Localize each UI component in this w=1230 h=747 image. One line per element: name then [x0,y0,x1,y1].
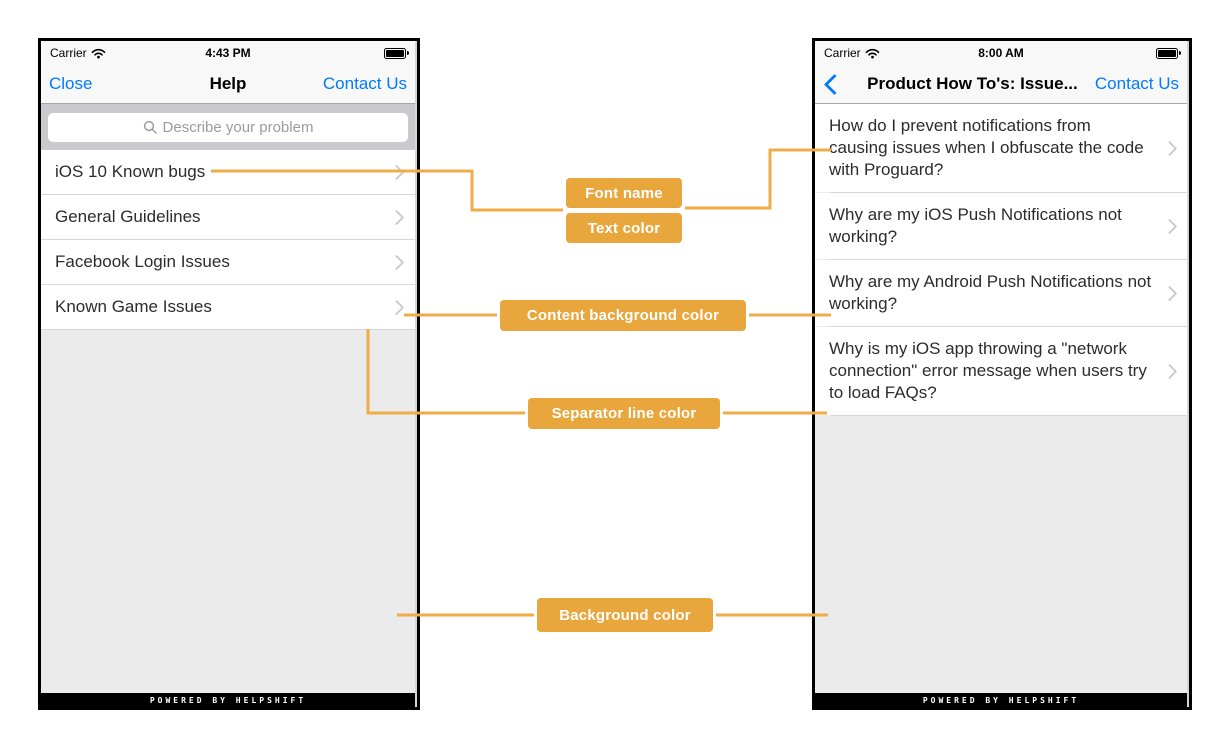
faq-section-row[interactable]: iOS 10 Known bugs [41,150,415,195]
status-time: 4:43 PM [205,46,251,60]
faq-question-label: How do I prevent notifications from caus… [829,116,1144,179]
powered-by-label: POWERED BY HELPSHIFT [922,695,1080,705]
faq-section-row[interactable]: General Guidelines [41,195,415,240]
faq-section-label: General Guidelines [55,207,201,226]
carrier-label: Carrier [824,46,861,60]
search-input[interactable]: Describe your problem [48,112,408,142]
separator-line [830,415,1187,416]
nav-bar: Product How To's: Issue... Contact Us [815,65,1187,104]
callout-label: Font name [585,184,663,202]
callout-label: Background color [559,606,691,624]
powered-by-helpshift-bar: POWERED BY HELPSHIFT [41,693,415,707]
chevron-right-icon [1161,140,1178,156]
faq-section-label: iOS 10 Known bugs [55,162,206,181]
faq-section-label: Facebook Login Issues [55,252,230,271]
chevron-right-icon [388,209,405,225]
chevron-right-icon [1161,218,1178,234]
contact-us-button[interactable]: Contact Us [322,74,407,93]
callout-label: Text color [587,219,661,237]
search-icon [143,120,157,134]
faq-question-label: Why are my iOS Push Notifications not wo… [829,205,1122,246]
chevron-right-icon [388,299,405,315]
chevron-right-icon [1161,285,1178,301]
status-bar: Carrier 8:00 AM [815,41,1187,65]
wifi-icon [865,48,880,59]
separator-line [830,259,1187,260]
chevron-right-icon [388,254,405,270]
battery-icon [384,47,410,59]
faq-section-label: Known Game Issues [55,297,212,316]
left-phone-screenshot: Carrier 4:43 PM Close Help Contact Us [38,38,420,710]
carrier-label: Carrier [50,46,87,60]
callout-label: Content background color [526,307,720,324]
wifi-icon [91,48,106,59]
nav-bar: Close Help Contact Us [41,65,415,104]
chevron-right-icon [1161,363,1178,379]
powered-by-helpshift-bar: POWERED BY HELPSHIFT [815,693,1187,707]
chevron-right-icon [388,164,405,180]
search-placeholder: Describe your problem [162,118,314,136]
back-chevron-icon[interactable] [823,73,846,95]
contact-us-button[interactable]: Contact Us [1094,74,1179,93]
callout-text-color: Text color [566,213,682,243]
faq-question-row[interactable]: How do I prevent notifications from caus… [815,104,1187,192]
faq-question-row[interactable]: Why is my iOS app throwing a "network co… [815,327,1187,415]
faq-section-row[interactable]: Known Game Issues [41,285,415,330]
faq-section-row[interactable]: Facebook Login Issues [41,240,415,285]
faq-question-label: Why are my Android Push Notifications no… [829,272,1152,313]
callout-font-name: Font name [566,178,682,208]
nav-title: Product How To's: Issue... [867,74,1078,93]
callout-background-color: Background color [537,598,713,632]
search-bar-area: Describe your problem [41,104,415,150]
faq-question-row[interactable]: Why are my iOS Push Notifications not wo… [815,193,1187,259]
status-time: 8:00 AM [978,46,1024,60]
powered-by-label: POWERED BY HELPSHIFT [149,695,307,705]
separator-line [830,192,1187,193]
callout-content-background-color: Content background color [500,300,746,331]
close-button[interactable]: Close [49,74,93,93]
callout-label: Separator line color [551,405,697,422]
right-phone-screenshot: Carrier 8:00 AM Product How To's: Issue.… [812,38,1192,710]
battery-icon [1156,47,1182,59]
faq-question-row[interactable]: Why are my Android Push Notifications no… [815,260,1187,326]
font-name-connector-right [685,148,831,210]
screen-background [815,416,1187,693]
screen-background [41,330,415,693]
callout-separator-line-color: Separator line color [528,398,720,429]
faq-question-label: Why is my iOS app throwing a "network co… [829,339,1147,402]
separator-line [830,326,1187,327]
status-bar: Carrier 4:43 PM [41,41,415,65]
